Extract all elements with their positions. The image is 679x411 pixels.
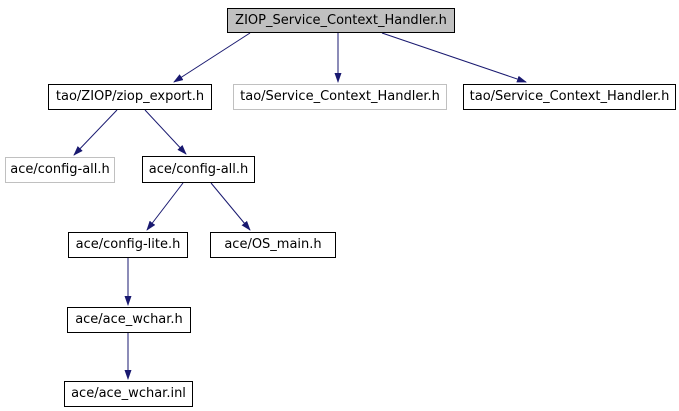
graph-node-config-all-ext: ace/config-all.h xyxy=(5,157,115,183)
edge-ziop-export-to-config-all xyxy=(144,109,187,155)
edge-ziop-export-to-config-all-ext xyxy=(73,109,118,156)
graph-node-root: ZIOP_Service_Context_Handler.h xyxy=(227,8,455,33)
graph-node-service-context-handler[interactable]: tao/Service_Context_Handler.h xyxy=(463,84,676,110)
graph-node-os-main[interactable]: ace/OS_main.h xyxy=(210,232,336,258)
edge-root-to-ziop-export xyxy=(173,32,251,83)
edge-config-all-to-config-lite xyxy=(146,182,184,231)
graph-node-ziop-export[interactable]: tao/ZIOP/ziop_export.h xyxy=(48,84,212,110)
edge-root-to-service-context-handler xyxy=(381,32,527,83)
edge-config-all-to-os-main xyxy=(210,182,251,231)
graph-node-config-all[interactable]: ace/config-all.h xyxy=(142,156,255,183)
graph-node-config-lite[interactable]: ace/config-lite.h xyxy=(68,232,188,258)
graph-node-ace-wchar-h[interactable]: ace/ace_wchar.h xyxy=(67,307,191,333)
graph-node-ace-wchar-inl[interactable]: ace/ace_wchar.inl xyxy=(64,381,193,407)
graph-node-service-context-handler-ext: tao/Service_Context_Handler.h xyxy=(233,84,447,110)
